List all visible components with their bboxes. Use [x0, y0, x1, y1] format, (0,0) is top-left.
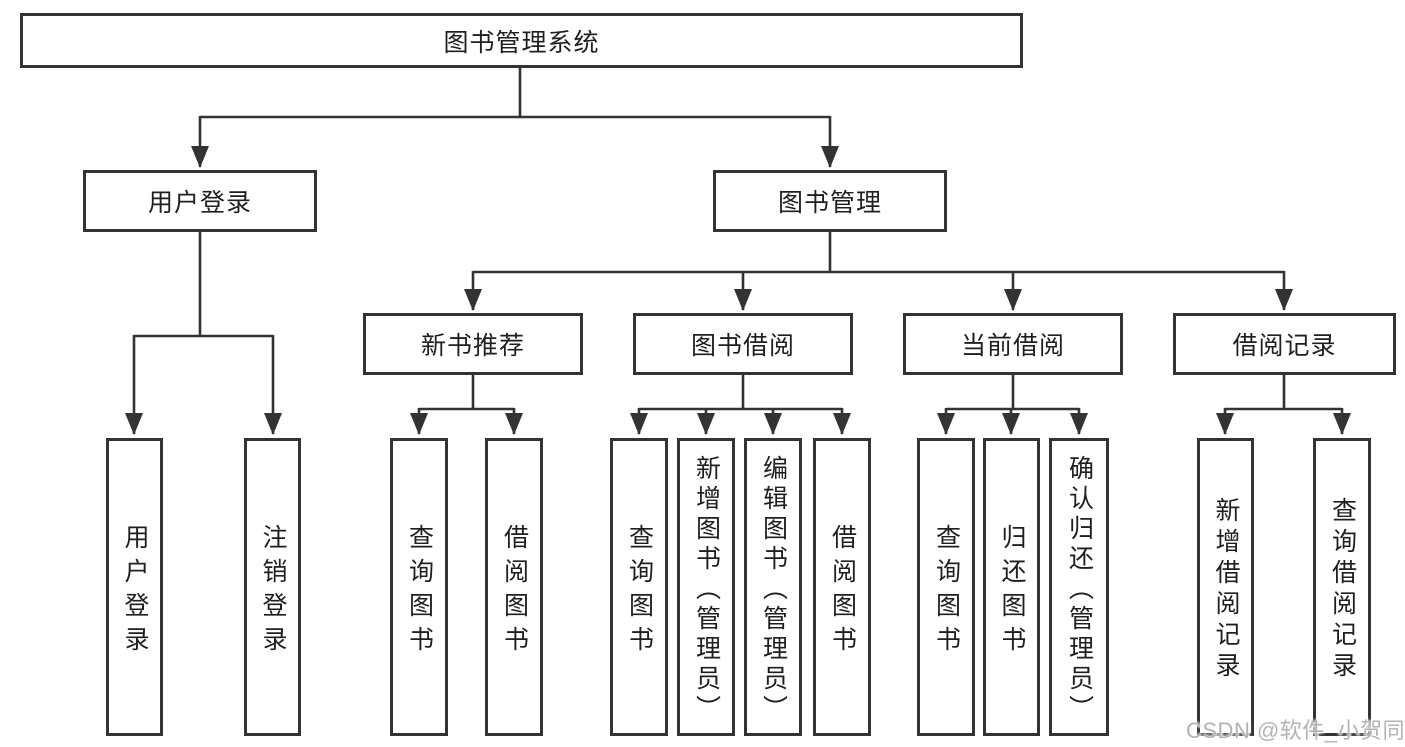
node-label: 借阅图书: [828, 523, 857, 660]
leaf-edit-book-admin: 编辑图书（管理员）: [744, 438, 802, 736]
node-current-borrow: 当前借阅: [903, 313, 1123, 375]
node-label: 确认归还（管理员）: [1065, 454, 1094, 725]
leaf-borrow-books-new: 借阅图书: [485, 438, 543, 736]
node-label: 查询图书: [405, 523, 434, 660]
node-label: 查询借阅记录: [1328, 497, 1357, 683]
watermark: CSDN @软件_小贺同学: [1186, 718, 1405, 743]
node-label: 图书借阅: [690, 332, 795, 360]
node-label: 当前借阅: [960, 332, 1065, 360]
node-label: 编辑图书（管理员）: [759, 454, 788, 725]
node-book-borrow: 图书借阅: [633, 313, 853, 375]
node-label: 新书推荐: [420, 332, 525, 360]
leaf-query-borrow-record: 查询借阅记录: [1313, 438, 1371, 736]
node-label: 新增借阅记录: [1212, 497, 1240, 683]
node-user-login: 用户登录: [83, 170, 317, 232]
leaf-add-book-admin: 新增图书（管理员）: [677, 438, 735, 736]
node-label: 注销登录: [259, 523, 287, 660]
node-label: 归还图书: [998, 523, 1026, 660]
node-root: 图书管理系统: [20, 13, 1023, 68]
leaf-borrow-books-borrow: 借阅图书: [813, 438, 871, 736]
leaf-user-login: 用户登录: [106, 438, 163, 736]
node-label: 用户登录: [147, 189, 252, 217]
node-label: 借阅记录: [1232, 332, 1337, 360]
leaf-query-books-borrow: 查询图书: [610, 438, 668, 736]
node-label: 图书管理: [777, 189, 882, 217]
leaf-add-borrow-record: 新增借阅记录: [1197, 438, 1254, 736]
leaf-return-book: 归还图书: [983, 438, 1040, 736]
node-label: 借阅图书: [500, 523, 529, 660]
leaf-logout: 注销登录: [244, 438, 301, 736]
node-label: 用户登录: [121, 523, 149, 660]
leaf-query-books-new: 查询图书: [390, 438, 448, 736]
node-book-management: 图书管理: [713, 170, 947, 232]
leaf-confirm-return-admin: 确认归还（管理员）: [1049, 438, 1109, 736]
node-borrow-record: 借阅记录: [1173, 313, 1396, 375]
node-label: 查询图书: [932, 523, 961, 660]
node-label: 查询图书: [625, 523, 654, 660]
node-new-book-recommend: 新书推荐: [363, 313, 583, 375]
leaf-query-books-current: 查询图书: [917, 438, 975, 736]
node-label: 图书管理系统: [443, 28, 600, 57]
node-label: 新增图书（管理员）: [692, 454, 721, 725]
